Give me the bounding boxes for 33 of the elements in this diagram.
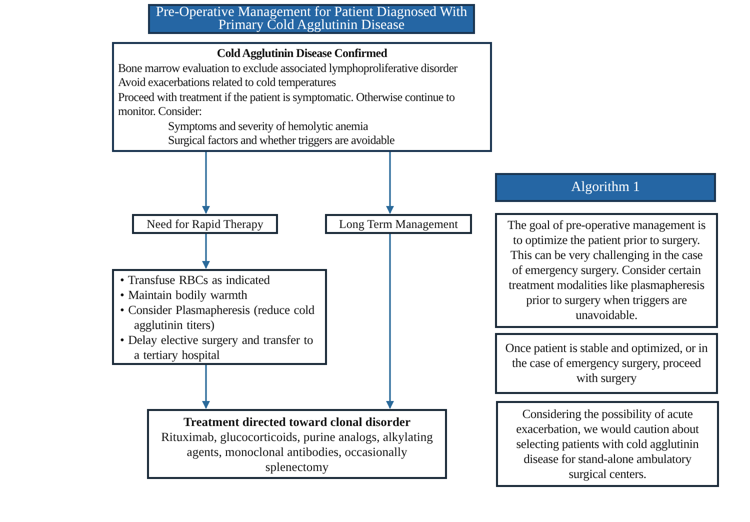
arrow [202,152,210,214]
bullet-item: • Delay elective surgery and transfer to a tertiary hospital [119,333,314,363]
node-text: Considering the possibility of acute exacerbation, we would caution about selecting patients with cold agglutinin disease for stand-alone ambulatory surgical centers. [515,406,700,482]
node-text: Surgical factors and whether triggers are avoidable [167,133,396,148]
node-text: Once patient is stable and optimized, or in the case of emergency surgery, proceed with surgery [505,341,708,386]
node-text: Rituximab, glucocorticoids, purine analogs, alkylating agents, monoclonal antibodies, occasionally splenectomy [160,430,434,475]
node-text: Long Term Management [339,216,458,232]
process-box [495,213,718,328]
node-text: Need for Rapid Therapy [146,216,264,232]
process-box [325,214,472,234]
process-box [132,214,278,234]
process-box [112,269,327,365]
process-box [496,401,719,487]
banner-text: Algorithm 1 [571,179,640,197]
arrow [386,152,394,214]
arrow [202,365,210,409]
process-box [495,333,718,394]
node-heading: Cold Agglutinin Disease Confirmed [216,46,388,60]
node-text: Proceed with treatment if the patient is symptomatic. Otherwise continue to monitor. Consider: [118,90,456,118]
bullet-item: • Transfuse RBCs as indicated [119,273,271,288]
process-box [112,42,492,152]
bullet-item: • Consider Plasmapheresis (reduce cold agglutinin titers) [119,303,316,333]
section-banner [495,173,716,202]
node-text: Bone marrow evaluation to exclude associated lymphoproliferative disorder [118,60,458,75]
bullet-item: • Maintain bodily warmth [119,288,248,303]
node-text: Avoid exacerbations related to cold temperatures [118,75,337,90]
arrow [386,234,394,409]
node-heading: Treatment directed toward clonal disorder [182,415,412,430]
process-box [147,409,447,479]
node-text: Symptoms and severity of hemolytic anemia [167,118,370,133]
title-banner: Pre-Operative Management for Patient Diagnosed With Primary Cold Agglutinin Disease [148,4,475,34]
node-text: The goal of pre-operative management is to optimize the patient prior to surgery. This can be very challenging in the case of emergency surgery. Consider certain treatment modalities like plasmapheresis prior to surgery when triggers are unavoidable. [506,218,707,323]
arrow [202,234,210,269]
